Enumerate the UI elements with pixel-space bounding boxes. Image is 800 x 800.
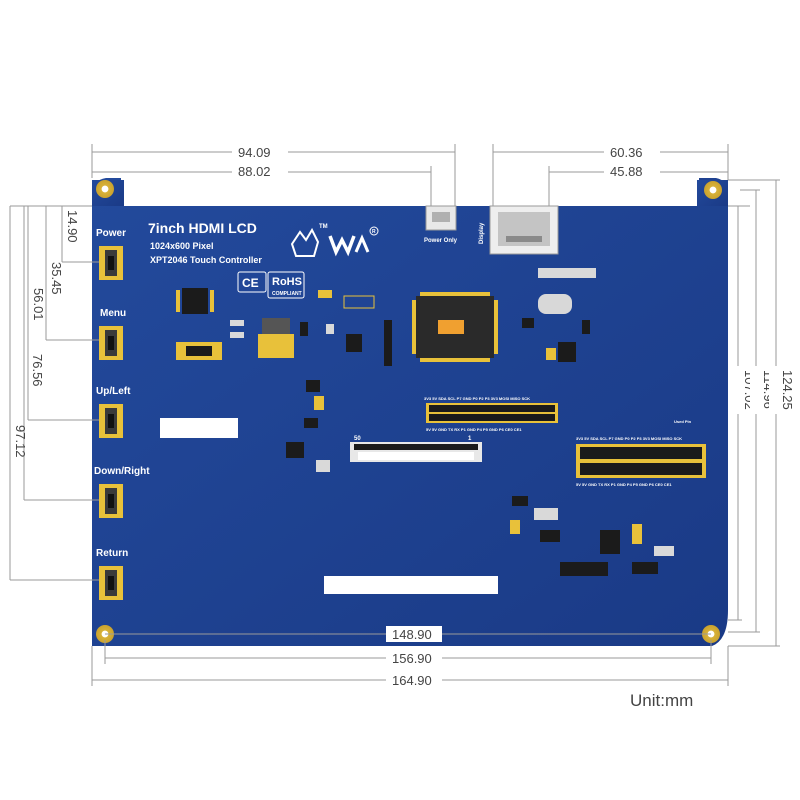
label-sticker-left [160, 418, 238, 438]
ce-mark: CE [242, 276, 259, 290]
power-button-label: Power [96, 228, 126, 239]
dim-top-88: 88.02 [238, 164, 271, 179]
down-right-button-label: Down/Right [94, 466, 150, 477]
power-only-label: Power Only [424, 238, 458, 244]
header-right-top-label: 3V3 5V SDA SCL P7 GND P0 P2 P3 3V3 MOSI … [576, 436, 682, 441]
header-top-label: 3V3 5V SDA SCL P7 GND P0 P2 P3 3V3 MOSI … [424, 396, 530, 401]
connector-pin-1: 1 [468, 436, 472, 442]
return-button-label: Return [96, 548, 128, 559]
unit-label: Unit:mm [630, 691, 693, 710]
return-button[interactable]: Return [96, 548, 128, 600]
menu-button[interactable]: Menu [99, 308, 126, 360]
dim-left-14: 14.90 [65, 210, 80, 243]
down-right-button[interactable]: Down/Right [94, 466, 150, 518]
rohs-mark: RoHS [272, 276, 302, 288]
board-title: 7inch HDMI LCD [148, 220, 257, 236]
dim-left-56: 56.01 [31, 288, 46, 321]
power-components [510, 496, 674, 576]
up-left-button-label: Up/Left [96, 386, 131, 397]
label-sticker-bottom [324, 576, 498, 594]
components [176, 268, 596, 472]
display-usb-port: Display [479, 205, 559, 255]
dim-bottom-148: 148.90 [392, 627, 432, 642]
dim-bottom-156: 156.90 [392, 651, 432, 666]
mounting-hole-top-left [96, 180, 114, 198]
main-ic [412, 292, 498, 362]
gpio-header-right: Used Pin 3V3 5V SDA SCL P7 GND P0 P2 P3 … [576, 419, 706, 487]
dim-bottom-164: 164.90 [392, 673, 432, 688]
dim-left-76: 76.56 [30, 354, 45, 387]
up-left-button[interactable]: Up/Left [96, 386, 131, 438]
logo-r: R [372, 229, 376, 235]
rohs-compliant: COMPLIANT [272, 291, 302, 297]
board-controller: XPT2046 Touch Controller [150, 255, 262, 265]
dimension-lines: 94.09 88.02 60.36 45.88 14.90 35.45 56.0… [9, 143, 795, 688]
dim-top-right-45: 45.88 [610, 164, 643, 179]
power-button[interactable]: Power [96, 228, 126, 280]
side-buttons: Power Menu Up/Left Down/Right Return [94, 228, 150, 600]
dim-left-35: 35.45 [49, 262, 64, 295]
board-outline [92, 178, 728, 646]
used-pin-note: Used Pin [674, 419, 692, 424]
fpc-connector: 50 1 [350, 436, 482, 462]
dim-left-97: 97.12 [13, 425, 28, 458]
connector-pin-50: 50 [354, 436, 361, 442]
waveshare-logo: TM R [290, 224, 379, 257]
pcb-board: 7inch HDMI LCD 1024x600 Pixel XPT2046 To… [92, 178, 728, 646]
display-label: Display [479, 222, 485, 244]
dim-top-right-60: 60.36 [610, 145, 643, 160]
board-resolution: 1024x600 Pixel [150, 241, 214, 251]
gpio-header-top: 3V3 5V SDA SCL P7 GND P0 P2 P3 3V3 MOSI … [424, 396, 558, 432]
logo-tm: TM [319, 224, 328, 230]
header-right-bottom-label: 5V 5V GND TX RX P1 GND P4 P5 GND P6 CE0 … [576, 482, 672, 487]
mounting-hole-top-right [704, 181, 722, 199]
power-usb-port: Power Only [424, 205, 458, 244]
dim-right-124: 124.25 [780, 370, 795, 410]
menu-button-label: Menu [100, 308, 126, 319]
header-top-bottom-label: 5V 5V GND TX RX P1 GND P4 P5 GND P6 CE0 … [426, 427, 522, 432]
certification-marks: CE RoHS COMPLIANT [237, 271, 305, 299]
dim-top-94: 94.09 [238, 145, 271, 160]
